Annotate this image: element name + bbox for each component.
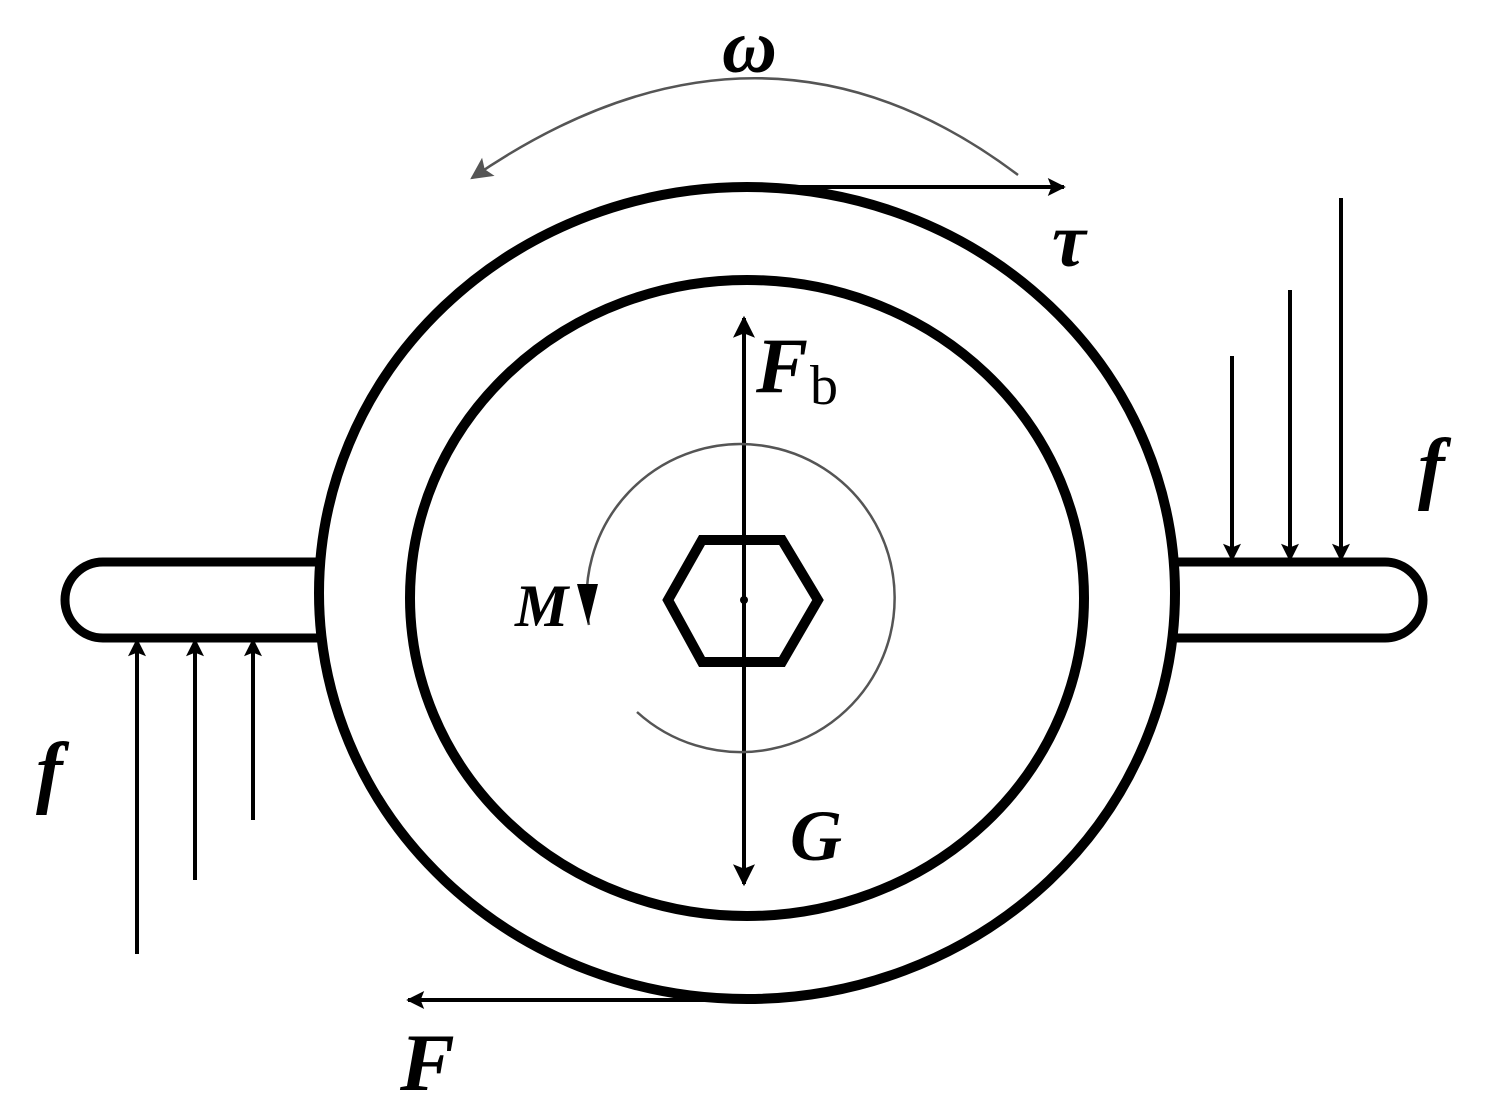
gravity-label: G [790,796,842,876]
left-handle [60,557,318,643]
moment-arrowhead [577,584,598,625]
buoyancy-label-sub: b [810,355,838,417]
friction-right-label: f [1418,424,1452,512]
tau-label: τ [1052,199,1088,283]
omega-arc [470,77,1019,180]
buoyancy-label-main: F [755,322,808,409]
outer-ring [314,182,1180,1004]
friction-left-label: f [36,728,70,816]
hexagon-hub [662,535,824,667]
omega-label: ω [722,5,777,89]
buoyancy-label: Fb [755,322,838,417]
right-handle [1175,557,1428,643]
force-label: F [399,1017,455,1103]
inner-ring [405,275,1089,921]
moment-arc [585,442,896,754]
moment-label: M [514,573,571,639]
